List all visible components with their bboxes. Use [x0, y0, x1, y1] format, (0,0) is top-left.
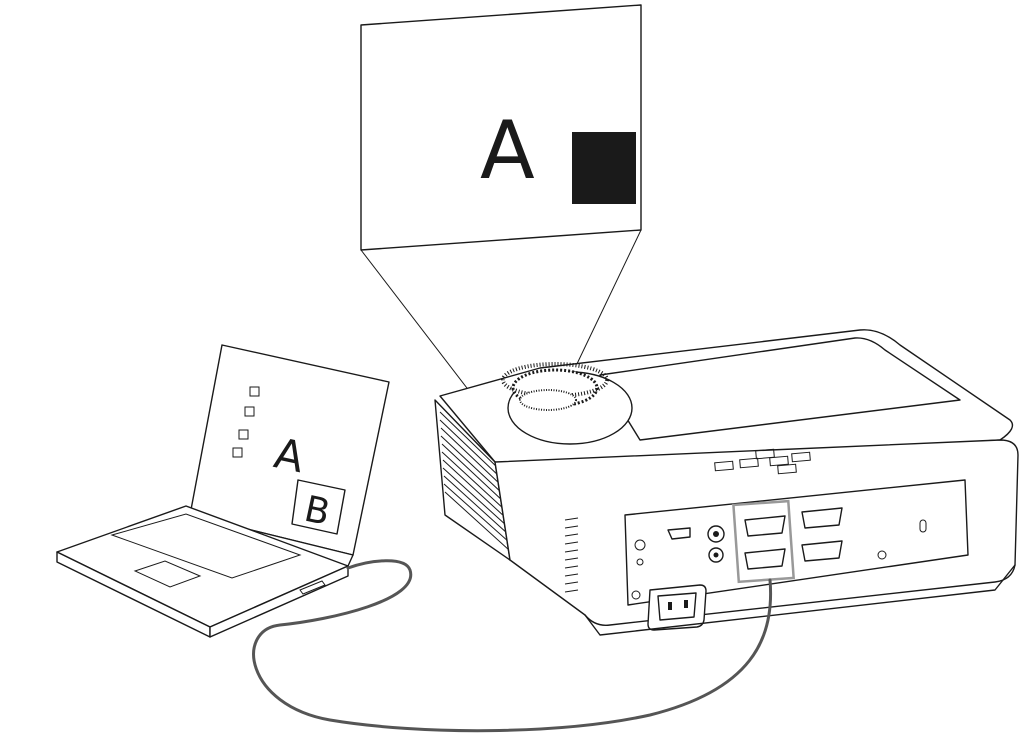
screen-black-square: [572, 132, 636, 204]
key-button-icon: [777, 463, 797, 475]
projector-io-panel: [624, 479, 969, 606]
projection-screen: A: [360, 4, 642, 393]
key-button-icon: [791, 451, 811, 463]
laptop-base-side: [209, 565, 349, 638]
projector-vent-front: [564, 517, 579, 593]
checkbox-icon: [244, 406, 255, 417]
key-button-icon: [755, 448, 775, 460]
projector-top-panel: [599, 337, 961, 441]
signal-cable: [252, 559, 773, 733]
screen-letter-a: A: [480, 104, 535, 197]
vga-input-highlight: [732, 499, 795, 584]
projector-lens: [519, 389, 577, 411]
projector-bottom: [584, 564, 1016, 636]
screw-icon: [631, 590, 641, 600]
security-lock-icon: [919, 519, 927, 533]
projector-icon: [434, 329, 1019, 636]
vga-port-icon: [744, 507, 843, 570]
checkbox-icon: [249, 386, 260, 397]
projector-keypad: [714, 448, 811, 475]
key-button-icon: [769, 455, 789, 467]
laptop-keyboard: [110, 513, 302, 579]
key-button-icon: [714, 460, 734, 472]
power-inlet-icon: [647, 584, 707, 631]
key-button-icon: [739, 457, 759, 469]
laptop-icon: A B: [56, 344, 390, 638]
power-led-icon: [634, 539, 646, 551]
status-led-icon: [636, 558, 644, 566]
laptop-window-b: [291, 479, 346, 535]
projector-vent-left: [439, 411, 510, 551]
checkbox-icon: [238, 429, 249, 440]
laptop-trackpad: [133, 560, 202, 588]
checkbox-icon: [232, 447, 243, 458]
laptop-port: [299, 580, 326, 595]
hdmi-port-icon: [667, 527, 691, 540]
screw-icon: [877, 550, 887, 560]
